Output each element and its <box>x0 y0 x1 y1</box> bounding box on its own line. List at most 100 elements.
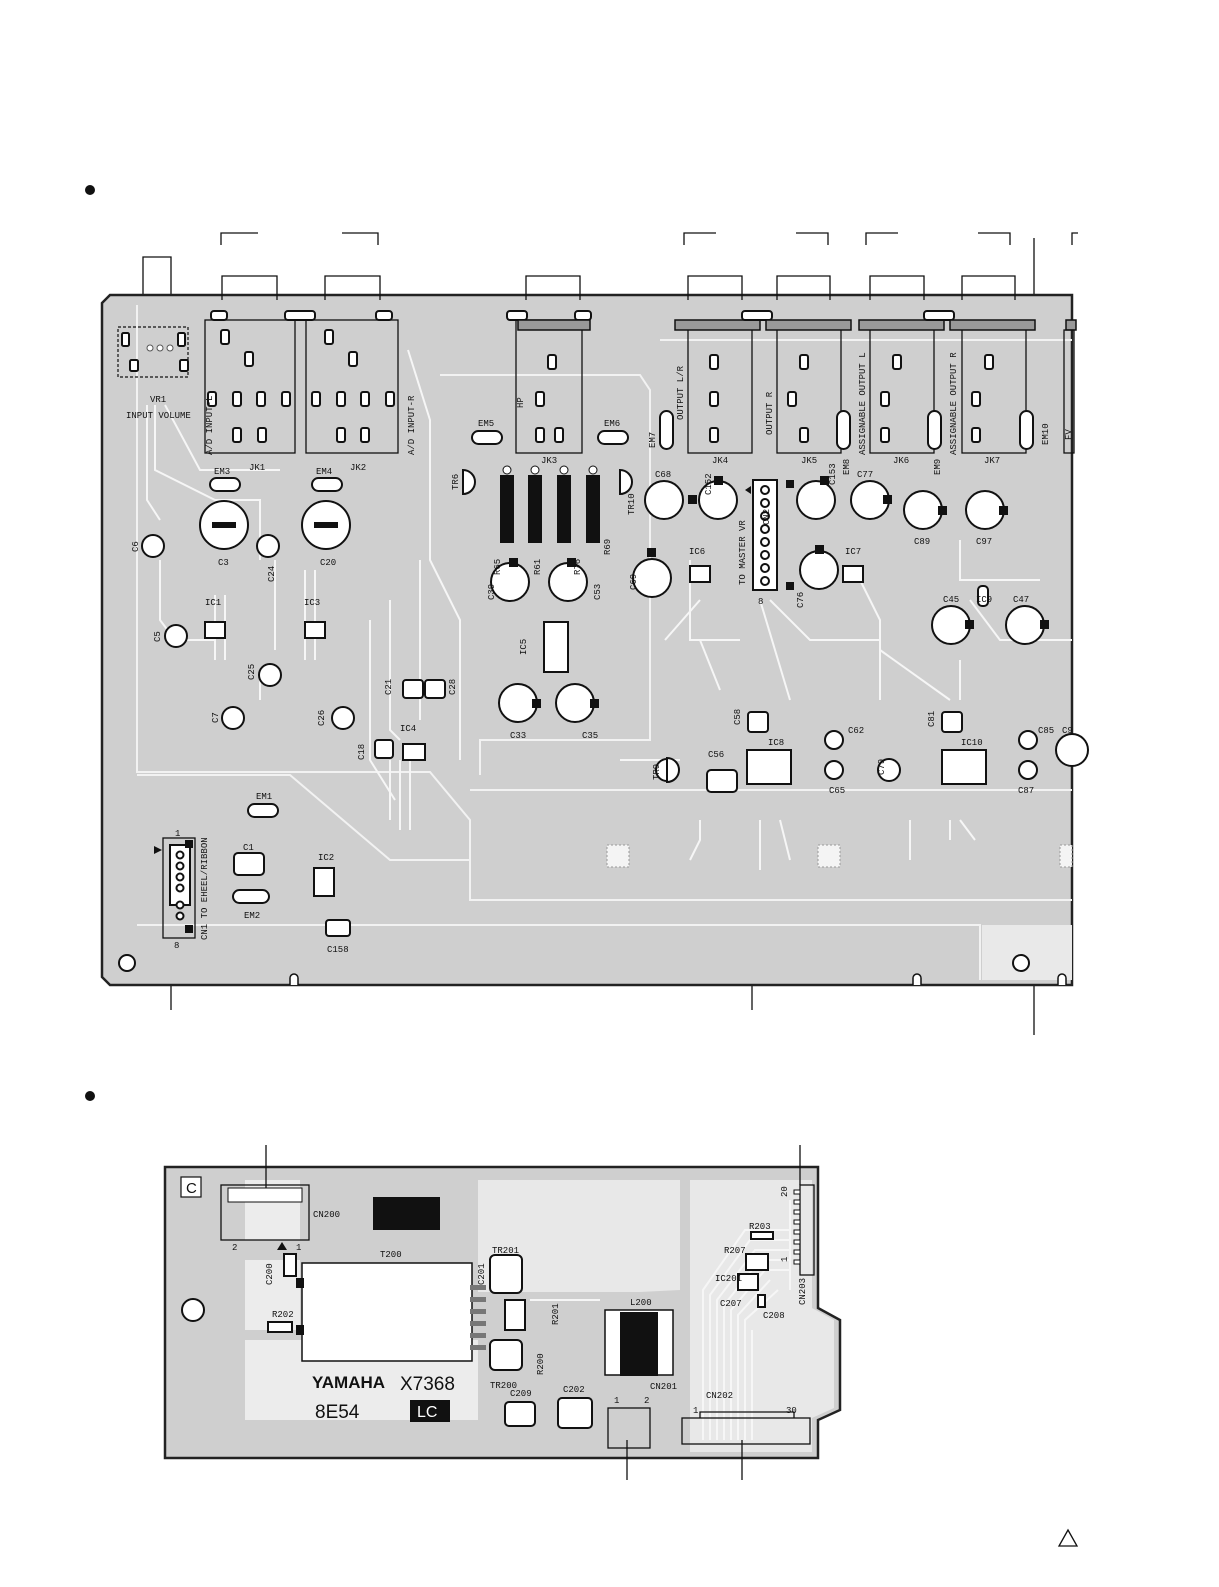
label-corner-c: C <box>186 1180 197 1197</box>
label-jk4: JK4 <box>712 456 728 466</box>
svg-text:C24: C24 <box>267 566 277 582</box>
svg-text:C201: C201 <box>477 1263 487 1285</box>
svg-text:IC1: IC1 <box>205 598 221 608</box>
capacitors-large <box>199 476 1089 767</box>
svg-text:1: 1 <box>780 1257 790 1262</box>
resistors-r65-r69 <box>500 465 600 543</box>
svg-text:C21: C21 <box>384 679 394 695</box>
svg-text:IC8: IC8 <box>768 738 784 748</box>
svg-text:TR10: TR10 <box>627 493 637 515</box>
svg-text:R76: R76 <box>573 559 583 575</box>
svg-text:C89: C89 <box>914 537 930 547</box>
main-board: VR1 INPUT VOLUME <box>100 275 1089 987</box>
svg-text:C85: C85 <box>1038 726 1054 736</box>
svg-text:IC9: IC9 <box>976 595 992 605</box>
jack-jk1 <box>204 275 316 454</box>
label-em5: EM5 <box>478 419 494 429</box>
svg-text:IC6: IC6 <box>689 547 705 557</box>
svg-text:C5: C5 <box>153 631 163 642</box>
svg-text:C18: C18 <box>357 744 367 760</box>
svg-text:C47: C47 <box>1013 595 1029 605</box>
label-jk7: JK7 <box>984 456 1000 466</box>
sub-board: C CN200 2 1 C200 T200 R202 <box>163 1145 842 1480</box>
svg-text:C1: C1 <box>243 843 254 853</box>
svg-text:C7: C7 <box>211 712 221 723</box>
svg-text:C28: C28 <box>448 679 458 695</box>
svg-text:C9: C9 <box>1062 726 1073 736</box>
svg-text:C39: C39 <box>487 584 497 600</box>
section-bullet-main <box>85 185 95 195</box>
svg-text:C87: C87 <box>1018 786 1034 796</box>
label-cn1-pin8: 8 <box>174 941 179 951</box>
label-em4: EM4 <box>316 467 332 477</box>
svg-text:C81: C81 <box>927 711 937 727</box>
svg-text:2: 2 <box>644 1396 649 1406</box>
svg-text:C45: C45 <box>943 595 959 605</box>
label-em10: EM10 <box>1041 423 1051 445</box>
transistors <box>462 468 989 784</box>
label-em1: EM1 <box>256 792 272 802</box>
svg-text:R203: R203 <box>749 1222 771 1232</box>
label-cn202: CN202 <box>706 1391 733 1401</box>
svg-text:20: 20 <box>780 1186 790 1197</box>
label-jk3: JK3 <box>541 456 557 466</box>
svg-text:C69: C69 <box>629 574 639 590</box>
connector-cn1 <box>154 837 196 939</box>
svg-text:C25: C25 <box>247 664 257 680</box>
svg-text:C62: C62 <box>848 726 864 736</box>
svg-text:CN2: CN2 <box>762 509 772 525</box>
svg-text:TR201: TR201 <box>492 1246 519 1256</box>
svg-text:TR6: TR6 <box>451 474 461 490</box>
svg-text:C33: C33 <box>510 731 526 741</box>
capacitors-small <box>141 534 1038 937</box>
svg-text:C53: C53 <box>593 584 603 600</box>
svg-text:C58: C58 <box>733 709 743 725</box>
svg-text:C56: C56 <box>708 750 724 760</box>
svg-text:C65: C65 <box>829 786 845 796</box>
label-cn1: CN1 TO EHEEL/RIBBON <box>200 837 210 940</box>
svg-text:C152: C152 <box>704 473 714 495</box>
jack-jk4 <box>674 275 773 454</box>
svg-text:C3: C3 <box>218 558 229 568</box>
svg-text:IC3: IC3 <box>304 598 320 608</box>
svg-text:C76: C76 <box>796 592 806 608</box>
svg-text:R207: R207 <box>724 1246 746 1256</box>
label-em8: EM8 <box>842 459 852 475</box>
svg-text:C209: C209 <box>510 1389 532 1399</box>
label-jk1: JK1 <box>249 463 265 473</box>
label-assignable-output-l: ASSIGNABLE OUTPUT L <box>858 352 868 455</box>
svg-text:1: 1 <box>693 1406 698 1416</box>
label-em9: EM9 <box>933 459 943 475</box>
svg-text:C6: C6 <box>131 541 141 552</box>
svg-text:IC4: IC4 <box>400 724 416 734</box>
label-hp: HP <box>516 397 526 408</box>
svg-text:C200: C200 <box>265 1263 275 1285</box>
em-jumpers <box>209 410 1034 904</box>
label-output-lr: OUTPUT L/R <box>676 365 686 420</box>
label-output-r: OUTPUT R <box>765 391 775 435</box>
svg-text:R201: R201 <box>551 1303 561 1325</box>
label-vr1: VR1 <box>150 395 166 405</box>
svg-text:IC5: IC5 <box>519 639 529 655</box>
label-em3: EM3 <box>214 467 230 477</box>
svg-text:C35: C35 <box>582 731 598 741</box>
svg-text:TR200: TR200 <box>490 1381 517 1391</box>
label-to-master-vr: TO MASTER VR <box>738 520 748 585</box>
svg-text:1: 1 <box>296 1243 301 1253</box>
label-input-volume: INPUT VOLUME <box>126 411 191 421</box>
label-jk6: JK6 <box>893 456 909 466</box>
triangle-mark-icon <box>1057 1528 1079 1547</box>
label-em2: EM2 <box>244 911 260 921</box>
label-jk2: JK2 <box>350 463 366 473</box>
label-assignable-output-r: ASSIGNABLE OUTPUT R <box>949 352 959 455</box>
label-lot-no: 8E54 <box>315 1402 360 1423</box>
svg-text:C26: C26 <box>317 710 327 726</box>
svg-text:CN201: CN201 <box>650 1382 677 1392</box>
jack-jk7 <box>949 275 1036 454</box>
label-em7: EM7 <box>648 432 658 448</box>
jack-jk3 <box>506 275 592 454</box>
label-cn203: CN203 <box>798 1278 808 1305</box>
svg-text:8: 8 <box>758 597 763 607</box>
label-em6: EM6 <box>604 419 620 429</box>
